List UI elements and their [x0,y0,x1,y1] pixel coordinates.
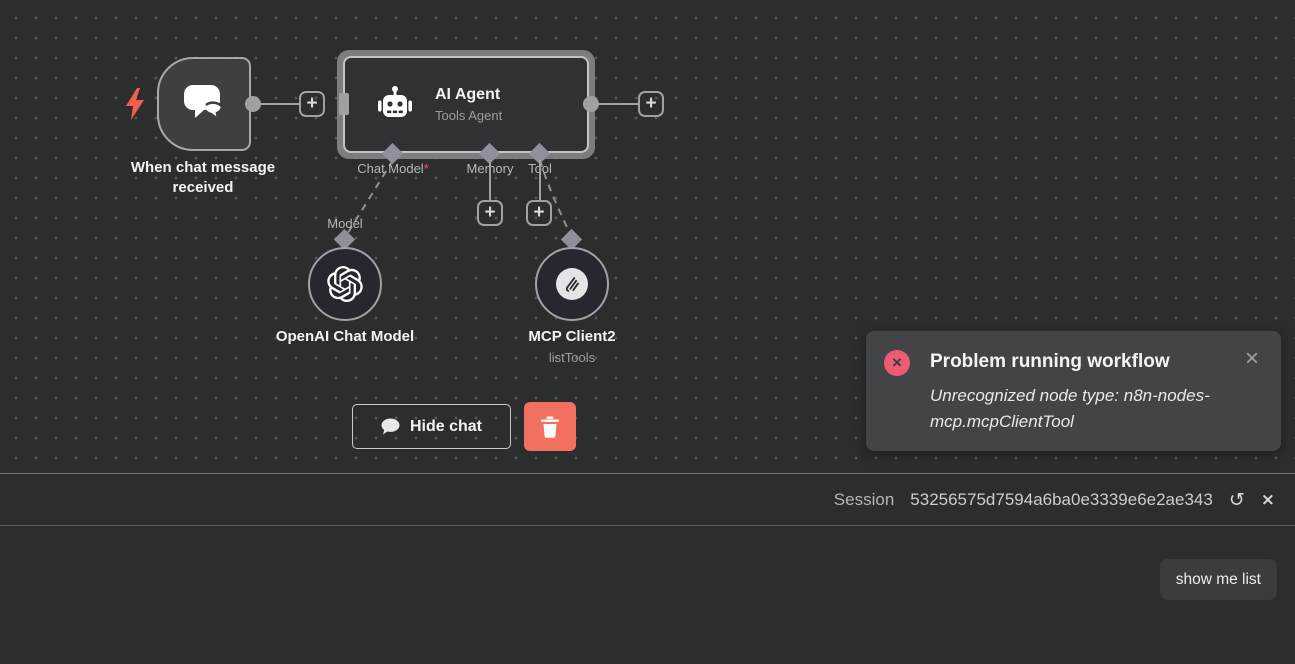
openai-logo-icon [327,266,363,302]
robot-icon [375,85,415,125]
toast-message: Unrecognized node type: n8n-nodes-mcp.mc… [930,386,1210,432]
add-tool-button[interactable]: + [526,200,552,226]
session-id: 53256575d7594a6ba0e3339e6e2ae343 [910,489,1213,509]
mcp-node-label: MCP Client2 [528,328,616,345]
chat-trigger-node[interactable] [157,57,251,151]
hide-chat-button[interactable]: Hide chat [352,404,511,449]
trigger-lightning-icon [123,87,147,121]
chat-bubbles-icon [180,83,228,125]
openai-node-label: OpenAI Chat Model [275,328,415,345]
close-chat-icon[interactable]: × [1260,489,1275,510]
ai-agent-node[interactable]: AI Agent Tools Agent [337,50,595,159]
wire-trigger-agent [253,103,301,105]
ai-agent-node-body: AI Agent Tools Agent [343,56,589,153]
error-icon: × [884,350,910,376]
mcp-logo-icon [556,268,588,300]
toast-title: Problem running workflow [930,351,1170,372]
wire-agent-out [591,103,640,105]
trash-icon [539,415,561,439]
chat-session-bar: Session 53256575d7594a6ba0e3339e6e2ae343… [0,473,1295,526]
chat-messages-area[interactable]: show me list [0,526,1295,664]
user-chat-message: show me list [1159,559,1277,600]
delete-button[interactable] [524,402,576,451]
ai-agent-title: AI Agent [435,86,501,103]
mcp-client-node[interactable] [535,247,609,321]
chat-bubble-icon [381,418,400,435]
refresh-session-icon[interactable]: ↺ [1228,488,1245,511]
agent-input-port[interactable] [339,93,349,115]
add-node-button-left[interactable]: + [299,91,325,117]
openai-chat-model-node[interactable] [308,247,382,321]
required-asterisk: * [423,161,429,176]
port-label-chat-model: Chat Model* [357,161,429,176]
session-label: Session [833,489,895,509]
trigger-node-label: When chat message received [130,159,276,196]
ai-agent-subtitle: Tools Agent [435,108,503,123]
add-node-button-right[interactable]: + [638,91,664,117]
error-toast: × Problem running workflow × Unrecognize… [866,331,1281,451]
port-label-model: Model [327,216,363,231]
wire-memory-stub [489,160,491,202]
mcp-node-operation: listTools [548,350,596,365]
wire-tool-stub [539,160,541,202]
workflow-canvas[interactable]: When chat message received + [0,0,1295,473]
toast-close-icon[interactable]: × [1244,345,1259,372]
add-memory-button[interactable]: + [477,200,503,226]
